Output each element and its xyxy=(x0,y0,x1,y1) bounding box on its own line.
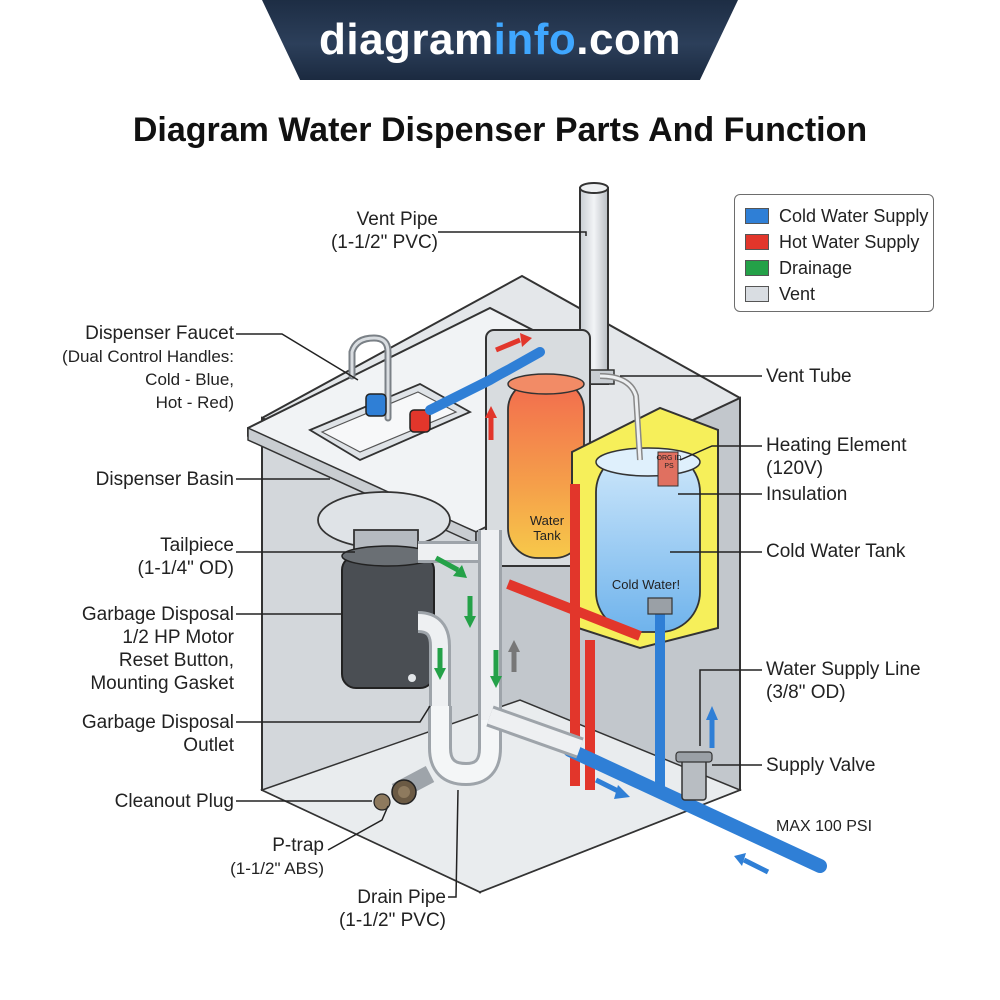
heating-element-tag: ORG ID PS xyxy=(656,455,682,470)
brand-banner xyxy=(262,0,738,80)
label-dispenser-basin: Dispenser Basin xyxy=(95,469,234,490)
label-drain-pipe-line1: Drain Pipe xyxy=(357,887,446,908)
label-drain-pipe-line2: (1-1/2" PVC) xyxy=(338,910,446,931)
page-title: Diagram Water Dispenser Parts And Functi… xyxy=(132,111,868,149)
drain-piping xyxy=(391,530,584,800)
label-tailpiece-line2: (1-1/4" OD) xyxy=(137,558,234,579)
cold-supply-lines xyxy=(425,347,827,873)
legend-item-vent: Vent xyxy=(745,281,923,307)
label-garbage-disposal-outlet: Garbage Disposal Outlet xyxy=(40,711,234,757)
label-tailpiece: Tailpiece (1-1/4" OD) xyxy=(40,534,234,580)
label-garbage-disposal-outlet-line1: Garbage Disposal xyxy=(81,712,234,733)
legend-swatch xyxy=(745,234,769,250)
label-garbage-disposal-outlet-line2: Outlet xyxy=(183,735,234,756)
label-dispenser-faucet: Dispenser Faucet (Dual Control Handles: … xyxy=(40,322,234,414)
label-dispenser-faucet-line3: Cold - Blue, xyxy=(145,370,234,389)
legend-label: Cold Water Supply xyxy=(779,205,929,226)
flow-arrows xyxy=(434,333,770,875)
label-heating-element-line2: (120V) xyxy=(766,458,824,479)
label-drain-pipe: Drain Pipe (1-1/2" PVC) xyxy=(250,886,446,932)
label-vent-pipe-line2: (1-1/2" PVC) xyxy=(330,232,438,253)
label-garbage-disposal-line2: 1/2 HP Motor xyxy=(122,627,234,648)
label-cleanout-plug: Cleanout Plug xyxy=(114,791,234,812)
label-garbage-disposal-line4: Mounting Gasket xyxy=(90,673,234,694)
dispenser-faucet xyxy=(348,334,431,433)
label-p-trap-line2: (1-1/2" ABS) xyxy=(230,859,324,878)
brand-main: diagram xyxy=(318,15,494,64)
water-tank-label-line2: Tank xyxy=(533,528,561,543)
label-p-trap: P-trap (1-1/2" ABS) xyxy=(130,834,324,880)
legend-item-cold-water-supply: Cold Water Supply xyxy=(745,203,928,229)
label-tailpiece-line1: Tailpiece xyxy=(160,535,234,556)
legend-swatch xyxy=(745,208,769,224)
water-tank-label: Water Tank xyxy=(522,513,572,543)
legend-swatch xyxy=(745,260,769,276)
label-vent-tube: Vent Tube xyxy=(766,366,852,387)
label-p-trap-line1: P-trap xyxy=(272,835,324,856)
legend-item-drainage: Drainage xyxy=(745,255,923,281)
label-cold-water-tank: Cold Water Tank xyxy=(766,541,906,562)
cold-water-tank-inner-label: Cold Water! xyxy=(611,577,681,592)
brand-accent: info xyxy=(493,15,577,64)
legend: Cold Water Supply Hot Water Supply Drain… xyxy=(734,194,934,312)
label-vent-pipe: Vent Pipe (1-1/2" PVC) xyxy=(300,208,438,254)
label-vent-pipe-line1: Vent Pipe xyxy=(356,209,438,230)
label-garbage-disposal-line3: Reset Button, xyxy=(118,650,234,671)
label-garbage-disposal-line1: Garbage Disposal xyxy=(81,604,234,625)
label-water-supply-line-line1: Water Supply Line xyxy=(766,659,921,680)
label-water-supply-line-line2: (3/8" OD) xyxy=(766,682,846,703)
water-tank-label-line1: Water xyxy=(529,513,565,528)
brand-logo: diagraminfo.com xyxy=(0,12,1000,68)
hot-water-tank xyxy=(485,329,591,567)
label-water-supply-line: Water Supply Line (3/8" OD) xyxy=(766,658,921,704)
label-garbage-disposal: Garbage Disposal 1/2 HP Motor Reset Butt… xyxy=(40,603,234,695)
label-supply-valve: Supply Valve xyxy=(766,755,876,776)
vent-pipe xyxy=(573,182,615,385)
cold-water-tank xyxy=(571,406,719,650)
supply-valve xyxy=(675,751,713,801)
legend-label: Hot Water Supply xyxy=(779,231,920,252)
legend-swatch xyxy=(745,286,769,302)
legend-label: Vent xyxy=(779,283,816,304)
label-heating-element-line1: Heating Element xyxy=(766,435,907,456)
label-insulation: Insulation xyxy=(766,484,848,505)
label-dispenser-faucet-line1: Dispenser Faucet xyxy=(85,323,234,344)
brand-suffix: .com xyxy=(576,15,681,64)
label-dispenser-faucet-line2: (Dual Control Handles: xyxy=(62,347,234,366)
label-heating-element: Heating Element (120V) xyxy=(766,434,906,480)
garbage-disposal xyxy=(317,491,451,689)
cleanout-plug xyxy=(373,779,417,811)
legend-item-hot-water-supply: Hot Water Supply xyxy=(745,229,923,255)
leader-lines xyxy=(236,231,762,898)
legend-label: Drainage xyxy=(779,257,853,278)
label-max-psi: MAX 100 PSI xyxy=(776,818,873,835)
label-dispenser-faucet-line4: Hot - Red) xyxy=(155,393,234,412)
